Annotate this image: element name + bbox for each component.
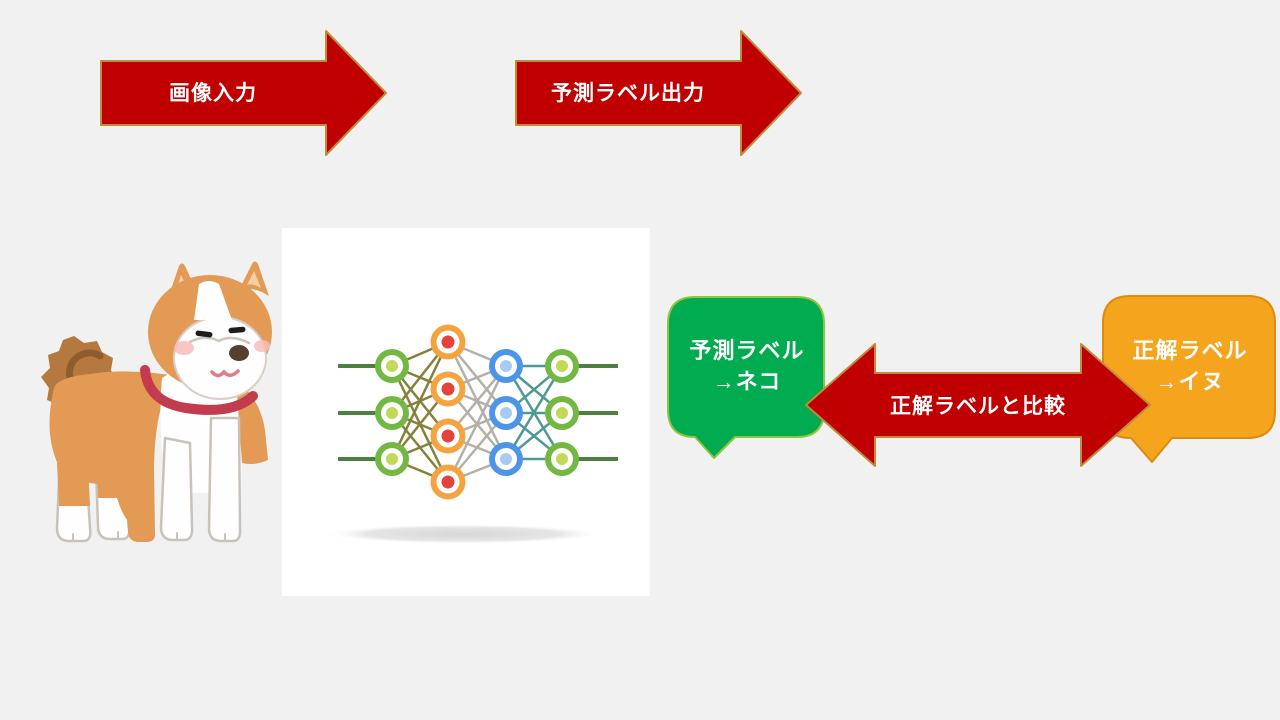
neural-network-diagram (323, 324, 618, 544)
correct-label-bubble (1102, 295, 1276, 463)
compare-arrow (805, 343, 1151, 467)
dog-nose (229, 345, 249, 361)
dog-illustration (41, 261, 272, 543)
image-input-arrow (100, 30, 387, 156)
nn-output-layer (545, 349, 579, 476)
nn-hidden-layer-1 (430, 324, 466, 500)
nn-input-layer (375, 349, 409, 476)
dog-eyes (195, 326, 246, 338)
dog-body (49, 371, 177, 542)
nn-hidden-layer-2 (489, 349, 523, 476)
predicted-label-bubble (667, 296, 825, 459)
neural-network-panel (282, 228, 650, 596)
dog-mouth (210, 369, 240, 378)
label-output-arrow (515, 30, 802, 156)
dog-collar (140, 365, 258, 415)
